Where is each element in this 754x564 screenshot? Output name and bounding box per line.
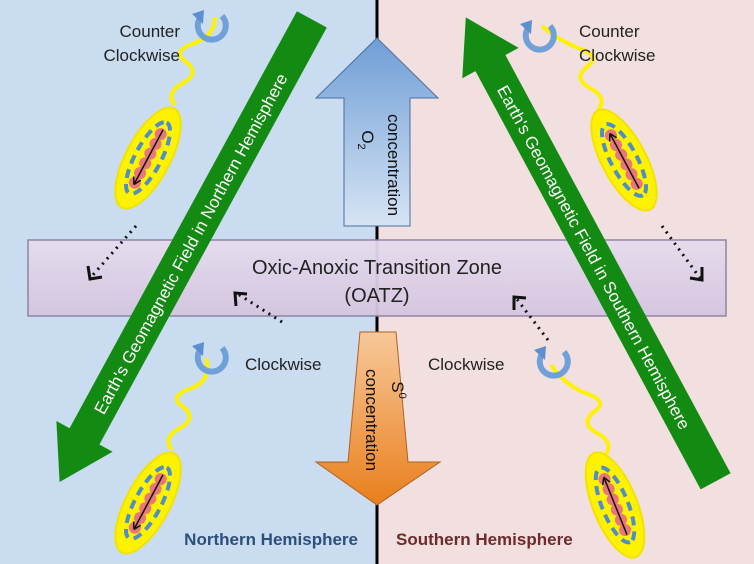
bacterium-south-bottom bbox=[534, 346, 659, 564]
svg-text:concentration: concentration bbox=[384, 114, 403, 216]
north-top-rotation-line2: Clockwise bbox=[103, 46, 180, 65]
s0-species: S bbox=[388, 381, 407, 392]
northern-hemisphere-label: Northern Hemisphere bbox=[184, 530, 358, 549]
arrowheads bbox=[86, 265, 704, 310]
oatz-abbrev: (OATZ) bbox=[344, 285, 409, 307]
o2-label: concentration bbox=[384, 114, 403, 216]
svg-text:O2: O2 bbox=[355, 130, 377, 149]
oatz-title: Oxic-Anoxic Transition Zone bbox=[252, 257, 502, 279]
o2-species: O bbox=[358, 130, 377, 143]
svg-text:S0: S0 bbox=[388, 381, 408, 398]
s0-concentration-arrow: concentration S0 bbox=[314, 331, 442, 506]
southern-hemisphere-label: Southern Hemisphere bbox=[396, 530, 573, 549]
south-bottom-rotation: Clockwise bbox=[428, 355, 505, 374]
south-top-rotation-line2: Clockwise bbox=[579, 46, 656, 65]
bacterium-north-top bbox=[102, 10, 225, 218]
north-bottom-rotation: Clockwise bbox=[245, 355, 322, 374]
south-top-rotation-line1: Counter bbox=[579, 22, 640, 41]
o2-concentration-arrow: concentration O2 bbox=[314, 37, 440, 227]
dotted-motion-arrows bbox=[90, 225, 702, 341]
bacterium-north-bottom bbox=[102, 342, 225, 563]
north-top-rotation-line1: Counter bbox=[120, 22, 181, 41]
bacterium-south-top bbox=[520, 20, 670, 220]
s0-label: concentration bbox=[362, 369, 381, 471]
svg-text:concentration: concentration bbox=[362, 369, 381, 471]
